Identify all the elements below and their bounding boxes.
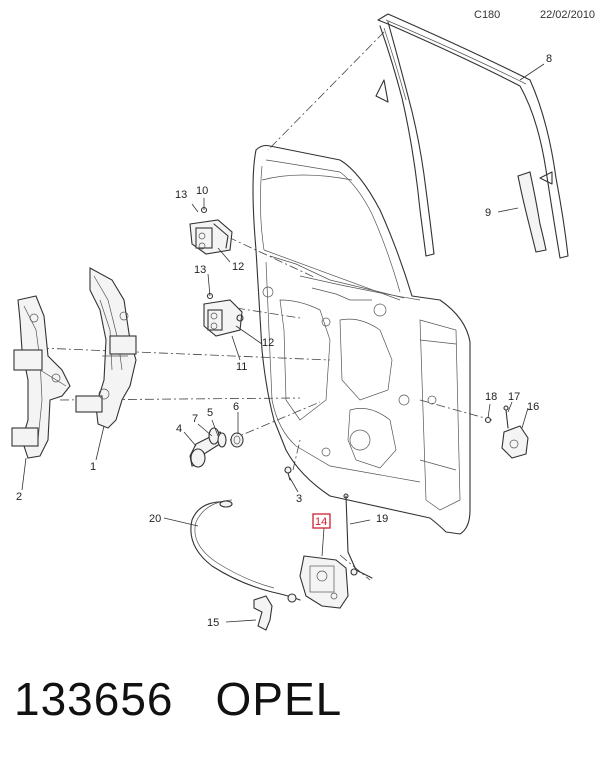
lock-rod-part-19 xyxy=(343,493,373,579)
callout-14-highlight-box xyxy=(312,513,331,529)
leader-lines xyxy=(21,63,545,623)
door-shell xyxy=(252,144,471,535)
window-regulator-part-2 xyxy=(11,295,71,459)
callout-16: 16 xyxy=(527,401,539,413)
screw-part-3 xyxy=(284,466,292,481)
assembly-lines xyxy=(39,31,493,581)
callout-14: 14 xyxy=(315,516,327,528)
callout-12-lower: 12 xyxy=(262,337,274,349)
callout-11: 11 xyxy=(236,361,247,373)
callout-9: 9 xyxy=(485,207,491,219)
hinge-lower-part-11 xyxy=(203,292,244,337)
plug-part-5 xyxy=(208,427,227,448)
diagram-date: 22/02/2010 xyxy=(540,9,596,21)
door-lock-part-14 xyxy=(299,555,358,609)
diagram-code: C180 xyxy=(474,9,501,21)
callout-15: 15 xyxy=(207,617,219,629)
callout-5: 5 xyxy=(207,407,213,419)
callout-8: 8 xyxy=(546,53,552,65)
grommet-part-6 xyxy=(230,432,244,448)
callout-12-upper: 12 xyxy=(232,261,244,273)
clip-part-18 xyxy=(484,416,492,424)
callout-1: 1 xyxy=(90,461,96,473)
callout-13-lower: 13 xyxy=(194,264,206,276)
callout-2: 2 xyxy=(16,491,22,503)
bolt-part-17 xyxy=(503,405,509,429)
brand-name: OPEL xyxy=(215,673,343,725)
glass-run-strip-part-9 xyxy=(517,171,547,253)
callout-7: 7 xyxy=(192,413,198,425)
bracket-part-15 xyxy=(253,595,273,631)
callout-3: 3 xyxy=(296,493,302,505)
window-regulator-part-1 xyxy=(75,267,137,429)
footer: 133656 OPEL xyxy=(14,672,342,726)
callout-numbers: 8 9 13 10 12 13 12 11 1 2 4 7 5 6 3 20 1… xyxy=(16,53,552,629)
callout-10: 10 xyxy=(196,185,208,197)
hinge-upper-part-10 xyxy=(189,206,233,255)
callout-17: 17 xyxy=(508,391,520,403)
callout-19: 19 xyxy=(376,513,388,525)
callout-13-upper: 13 xyxy=(175,189,187,201)
callout-6: 6 xyxy=(233,401,239,413)
window-channel-part-8 xyxy=(375,13,569,259)
part-number: 133656 xyxy=(14,673,174,725)
callout-18: 18 xyxy=(485,391,497,403)
striker-part-16 xyxy=(501,425,529,459)
callout-20: 20 xyxy=(149,513,161,525)
callout-4: 4 xyxy=(176,423,182,435)
release-cable-part-20 xyxy=(190,499,301,603)
